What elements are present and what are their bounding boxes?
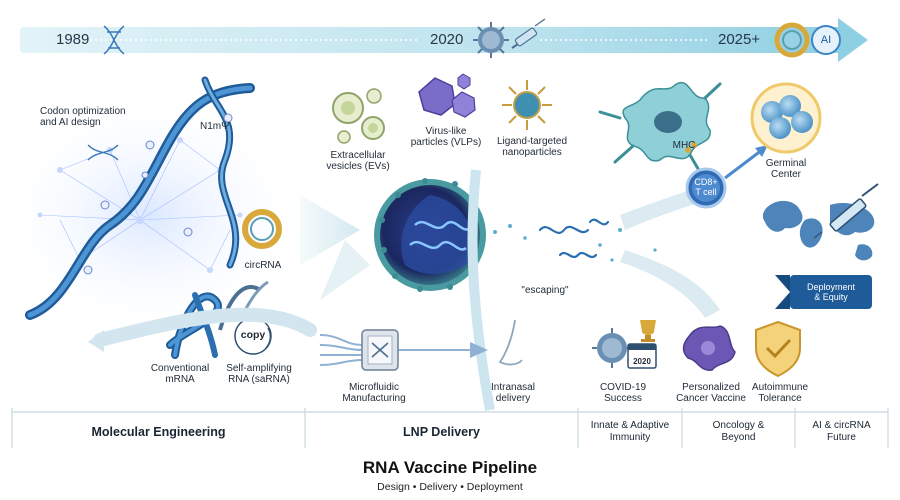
mhc-label: MHC [672, 140, 696, 151]
diagram-title: RNA Vaccine Pipeline [362, 458, 538, 477]
nucleotide-markers [83, 113, 233, 275]
particle-stream [493, 213, 657, 262]
deployment-banner-icon [775, 275, 872, 309]
lipid-nanoparticle-icon [374, 178, 486, 292]
evs-label: Extracellular vesicles (EVs) [326, 150, 390, 172]
intranasal-label: Intranasal delivery [491, 382, 535, 404]
ligand-nanoparticle-icon [502, 80, 552, 130]
deployment-label: Deployment & Equity [806, 282, 856, 302]
section-molecular-engineering: Molecular Engineering [91, 425, 226, 439]
activation-arrow [724, 148, 763, 180]
world-syringe-icon [813, 183, 879, 239]
year-1989: 1989 [56, 31, 90, 48]
n1m-psi-label: N1mΨ [200, 121, 230, 132]
circrna-timeline-icon [774, 22, 810, 58]
t-cell-label: CD8+ T cell [694, 177, 718, 197]
conventional-mrna-label: Conventional mRNA [150, 363, 210, 385]
dna-icon [103, 25, 125, 55]
virus-like-particles-icon [418, 73, 476, 118]
feedback-arrowhead [88, 330, 104, 352]
t-cell-icon [685, 167, 727, 209]
feedback-arrow [93, 307, 317, 347]
section-oncology: Oncology & Beyond [712, 420, 765, 443]
codon-optimization-label: Codon optimization and AI design [40, 106, 126, 128]
shield-icon [755, 320, 801, 378]
covid-year-label: 2020 [633, 357, 651, 366]
autoimmune-label: Autoimmune Tolerance [751, 382, 809, 404]
ai-badge-label: AI [820, 34, 832, 46]
microfluidic-chip-icon [319, 329, 488, 371]
covid-success-label: COVID-19 Success [599, 382, 647, 404]
circrna-ring-icon [242, 209, 282, 249]
cancer-cell-icon [682, 325, 736, 371]
year-2025: 2025+ [718, 31, 761, 48]
section-brackets [11, 408, 889, 448]
section-immunity: Innate & Adaptive Immunity [590, 420, 670, 443]
syringe-icon [511, 18, 546, 49]
escaping-mrna-icon [538, 218, 610, 259]
flow-arrow-in [300, 195, 360, 265]
escaping-label: "escaping" [521, 285, 569, 296]
delivery-tube [467, 169, 495, 411]
section-ai-circrna: AI & circRNA Future [812, 420, 871, 443]
ai-badge-icon [811, 25, 841, 55]
extracellular-vesicles-icon [332, 88, 385, 144]
covid-virus-icon [592, 328, 632, 368]
activation-arrowhead [755, 145, 768, 157]
diagram-subtitle: Design • Delivery • Deployment [377, 481, 523, 493]
network-glow [0, 90, 310, 340]
nose-icon [498, 319, 523, 366]
sarna-label: Self-amplifying RNA (saRNA) [226, 363, 292, 385]
timeline-arrow [20, 18, 868, 62]
ligand-nanoparticle-label: Ligand-targeted nanoparticles [496, 136, 568, 158]
trophy-icon [640, 320, 656, 342]
rna-ribbon-icon [25, 76, 255, 320]
cancer-vaccine-label: Personalized Cancer Vaccine [676, 382, 746, 404]
circrna-label: circRNA [244, 260, 282, 271]
germinal-center-label: Germinal Center [765, 158, 807, 180]
microfluidic-label: Microfluidic Manufacturing [342, 382, 406, 404]
copy-badge-label: copy [240, 329, 266, 341]
copy-badge-icon [234, 317, 272, 355]
year-2020: 2020 [430, 31, 464, 48]
germinal-center-icon [750, 82, 822, 154]
dna-helix-icon [87, 144, 119, 161]
section-lnp-delivery: LNP Delivery [403, 425, 480, 439]
flow-band-bottom [620, 250, 720, 318]
vlps-label: Virus-like particles (VLPs) [410, 126, 482, 148]
flow-arrow-in-lower [320, 240, 370, 300]
virus-icon [473, 22, 509, 58]
dendritic-cell-icon [598, 82, 722, 174]
calendar-icon [627, 343, 657, 369]
